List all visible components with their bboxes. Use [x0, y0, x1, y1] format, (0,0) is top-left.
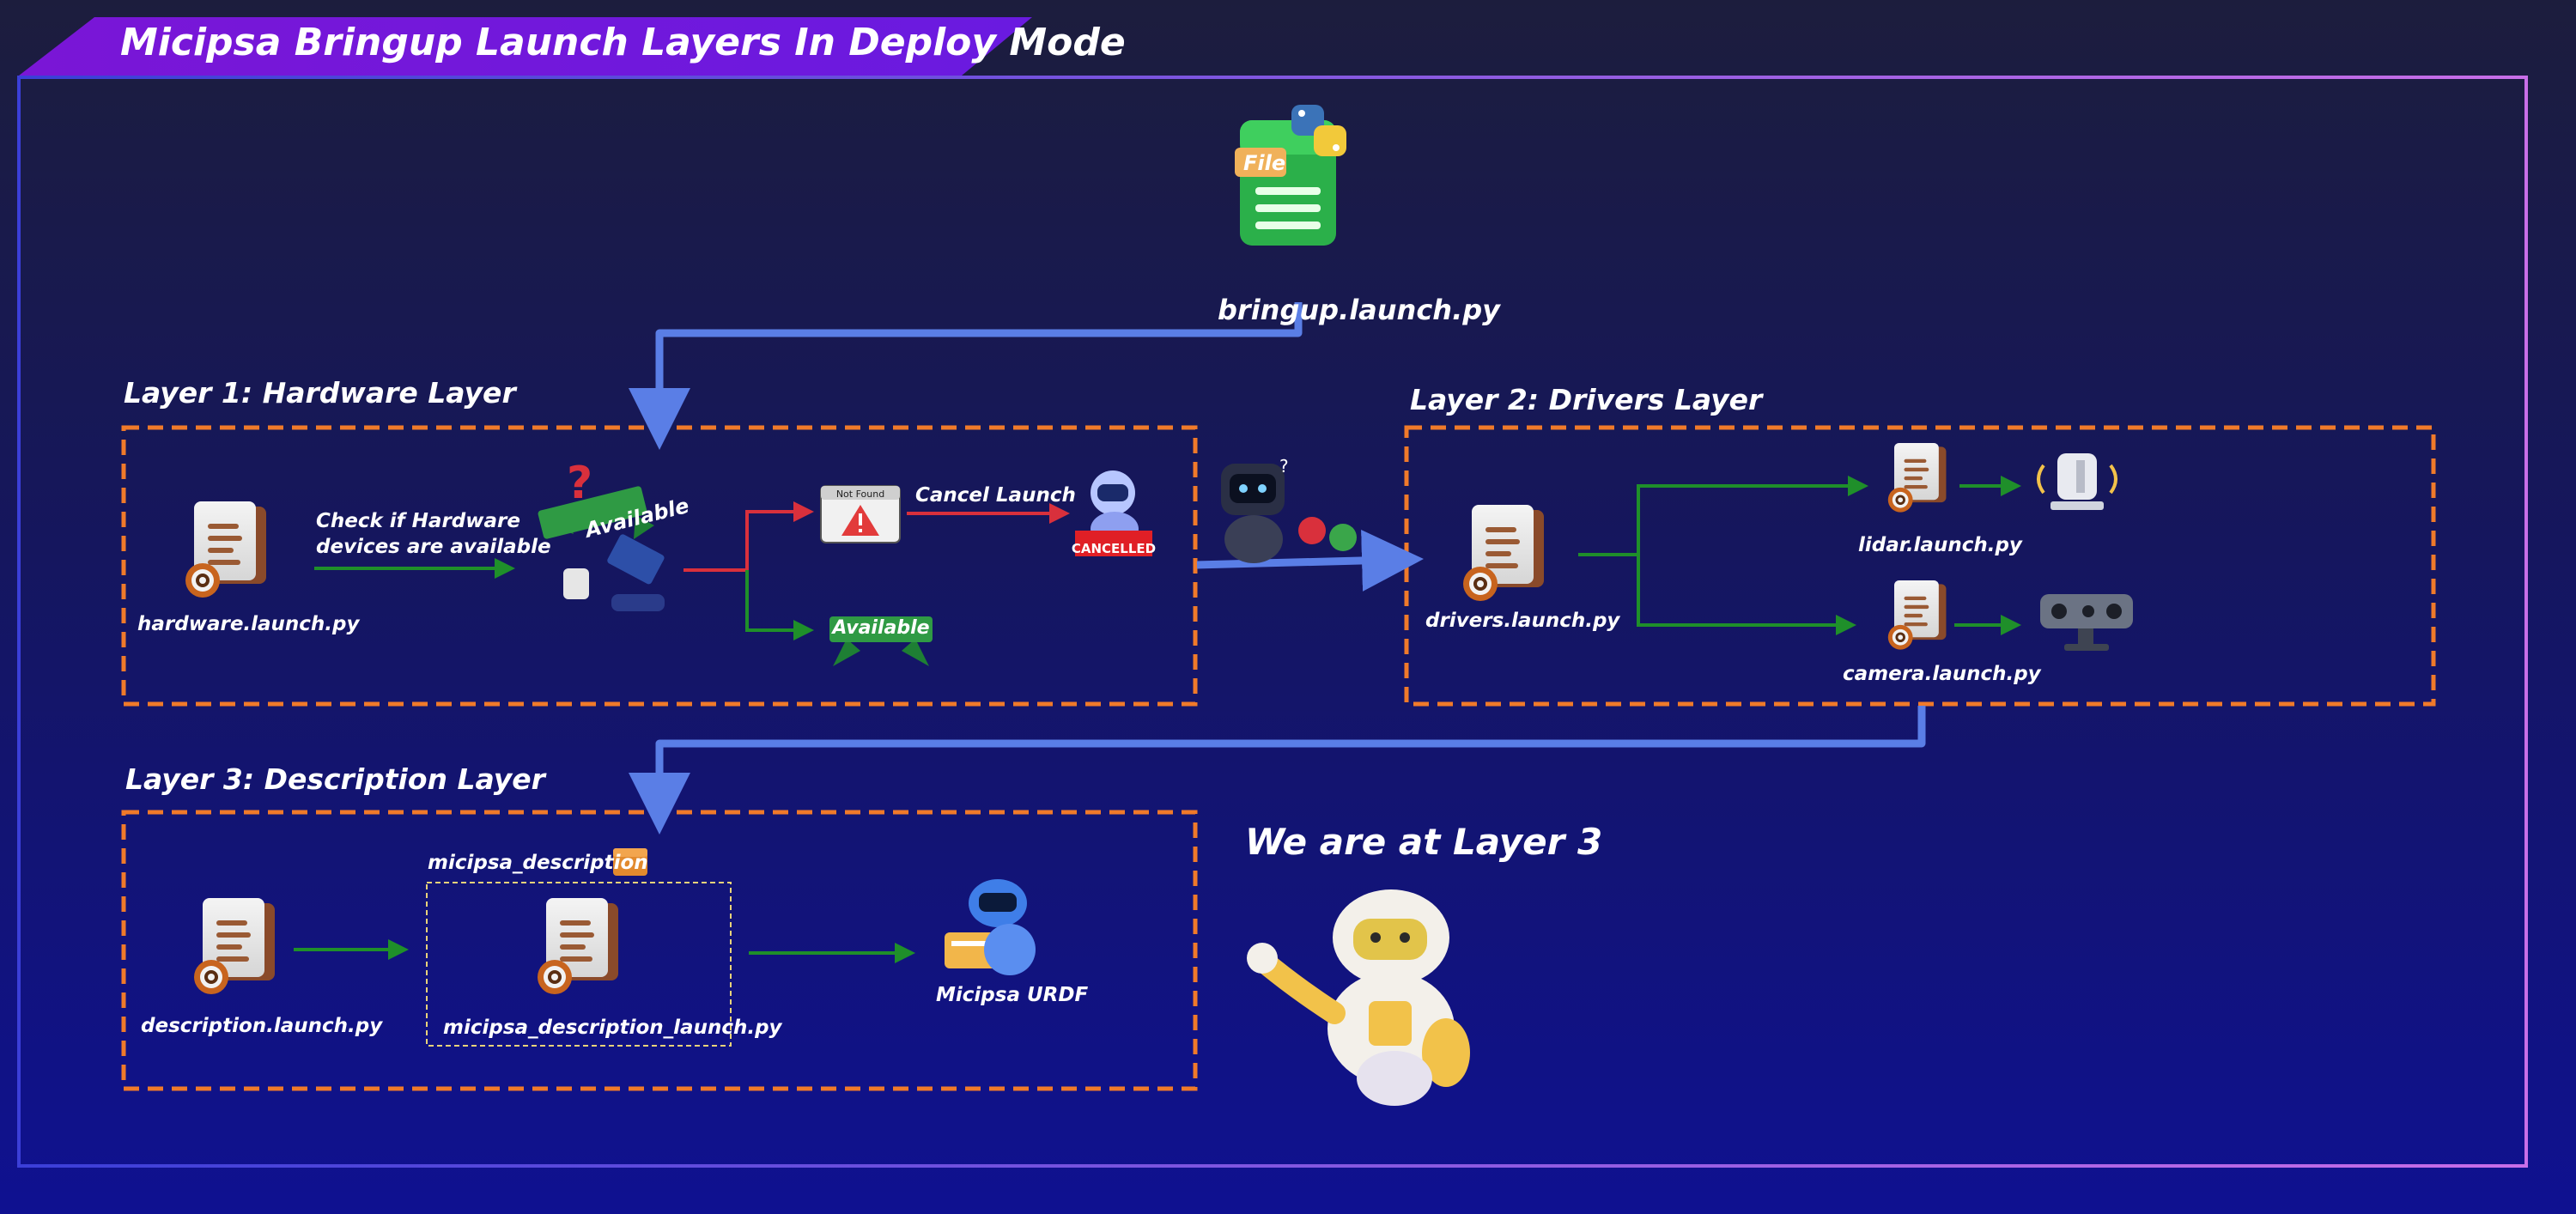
not-found-icon: [820, 485, 901, 543]
camera-file-label: camera.launch.py: [1843, 663, 2041, 685]
arrow-to-not-found: [683, 501, 814, 572]
urdf-robot-icon: [945, 879, 1036, 975]
urdf-label: Micipsa URDF: [936, 984, 1089, 1006]
package-label: micipsa_description: [428, 852, 648, 874]
package-box: [426, 882, 732, 1047]
description-file-icon: [194, 898, 275, 994]
layer3-label: Layer 3: Description Layer: [125, 762, 545, 796]
title-banner: [19, 17, 1032, 76]
check-hardware-line2: devices are available: [316, 536, 551, 558]
camera-device-icon: [2040, 594, 2133, 651]
available-result-icon: [829, 616, 933, 666]
bringup-file-tag: File: [1243, 151, 1286, 175]
hardware-file-label: hardware.launch.py: [137, 613, 360, 635]
flow-arrow-bringup-to-layer1: [629, 302, 1303, 450]
layer2-box: [1404, 425, 2436, 707]
flow-arrow-layer1-to-layer2: [1196, 529, 1424, 592]
package-box-icon: [613, 848, 647, 876]
hardware-file-icon: [185, 501, 266, 598]
lidar-file-label: lidar.launch.py: [1858, 534, 2022, 556]
transition-question-icon: ?: [1279, 456, 1289, 476]
lidar-device-icon: [2037, 453, 2117, 510]
flow-arrow-layer2-to-layer3: [629, 706, 1926, 835]
drivers-file-label: drivers.launch.py: [1425, 610, 1620, 632]
layer1-label: Layer 1: Hardware Layer: [124, 376, 516, 410]
check-hardware-line1: Check if Hardware: [316, 510, 520, 532]
cancelled-robot-icon: [1075, 470, 1152, 556]
description-file-label: description.launch.py: [141, 1015, 383, 1037]
drivers-file-icon: [1463, 505, 1544, 601]
hardware-devices-icon: [538, 486, 665, 611]
layer2-label: Layer 2: Drivers Layer: [1410, 383, 1763, 416]
question-mark-icon: ?: [567, 458, 592, 509]
astronaut-robot-icon: [1247, 889, 1470, 1106]
package-file-label: micipsa_description_launch.py: [443, 1017, 782, 1039]
cancelled-badge-text: CANCELLED: [1072, 541, 1156, 556]
arrow-to-lidar: [1578, 476, 1868, 556]
available-result-text: Available: [830, 617, 929, 639]
arrow-to-available: [745, 570, 814, 640]
page-title: Micipsa Bringup Launch Layers In Deploy …: [120, 21, 1126, 64]
current-layer-status: We are at Layer 3: [1245, 821, 1603, 863]
camera-file-icon: [1887, 580, 1947, 650]
outer-frame: [17, 76, 2528, 1168]
package-file-icon: [538, 898, 618, 994]
transition-robot-icon: [1221, 464, 1357, 563]
python-logo-icon: [1291, 105, 1346, 156]
lidar-file-icon: [1887, 443, 1947, 513]
bringup-file-label: bringup.launch.py: [1218, 294, 1500, 326]
arrow-to-camera: [1637, 555, 1856, 635]
cancel-launch-label: Cancel Launch: [915, 484, 1076, 507]
bringup-file-icon: [1235, 120, 1336, 246]
not-found-text: Not Found: [836, 489, 884, 500]
